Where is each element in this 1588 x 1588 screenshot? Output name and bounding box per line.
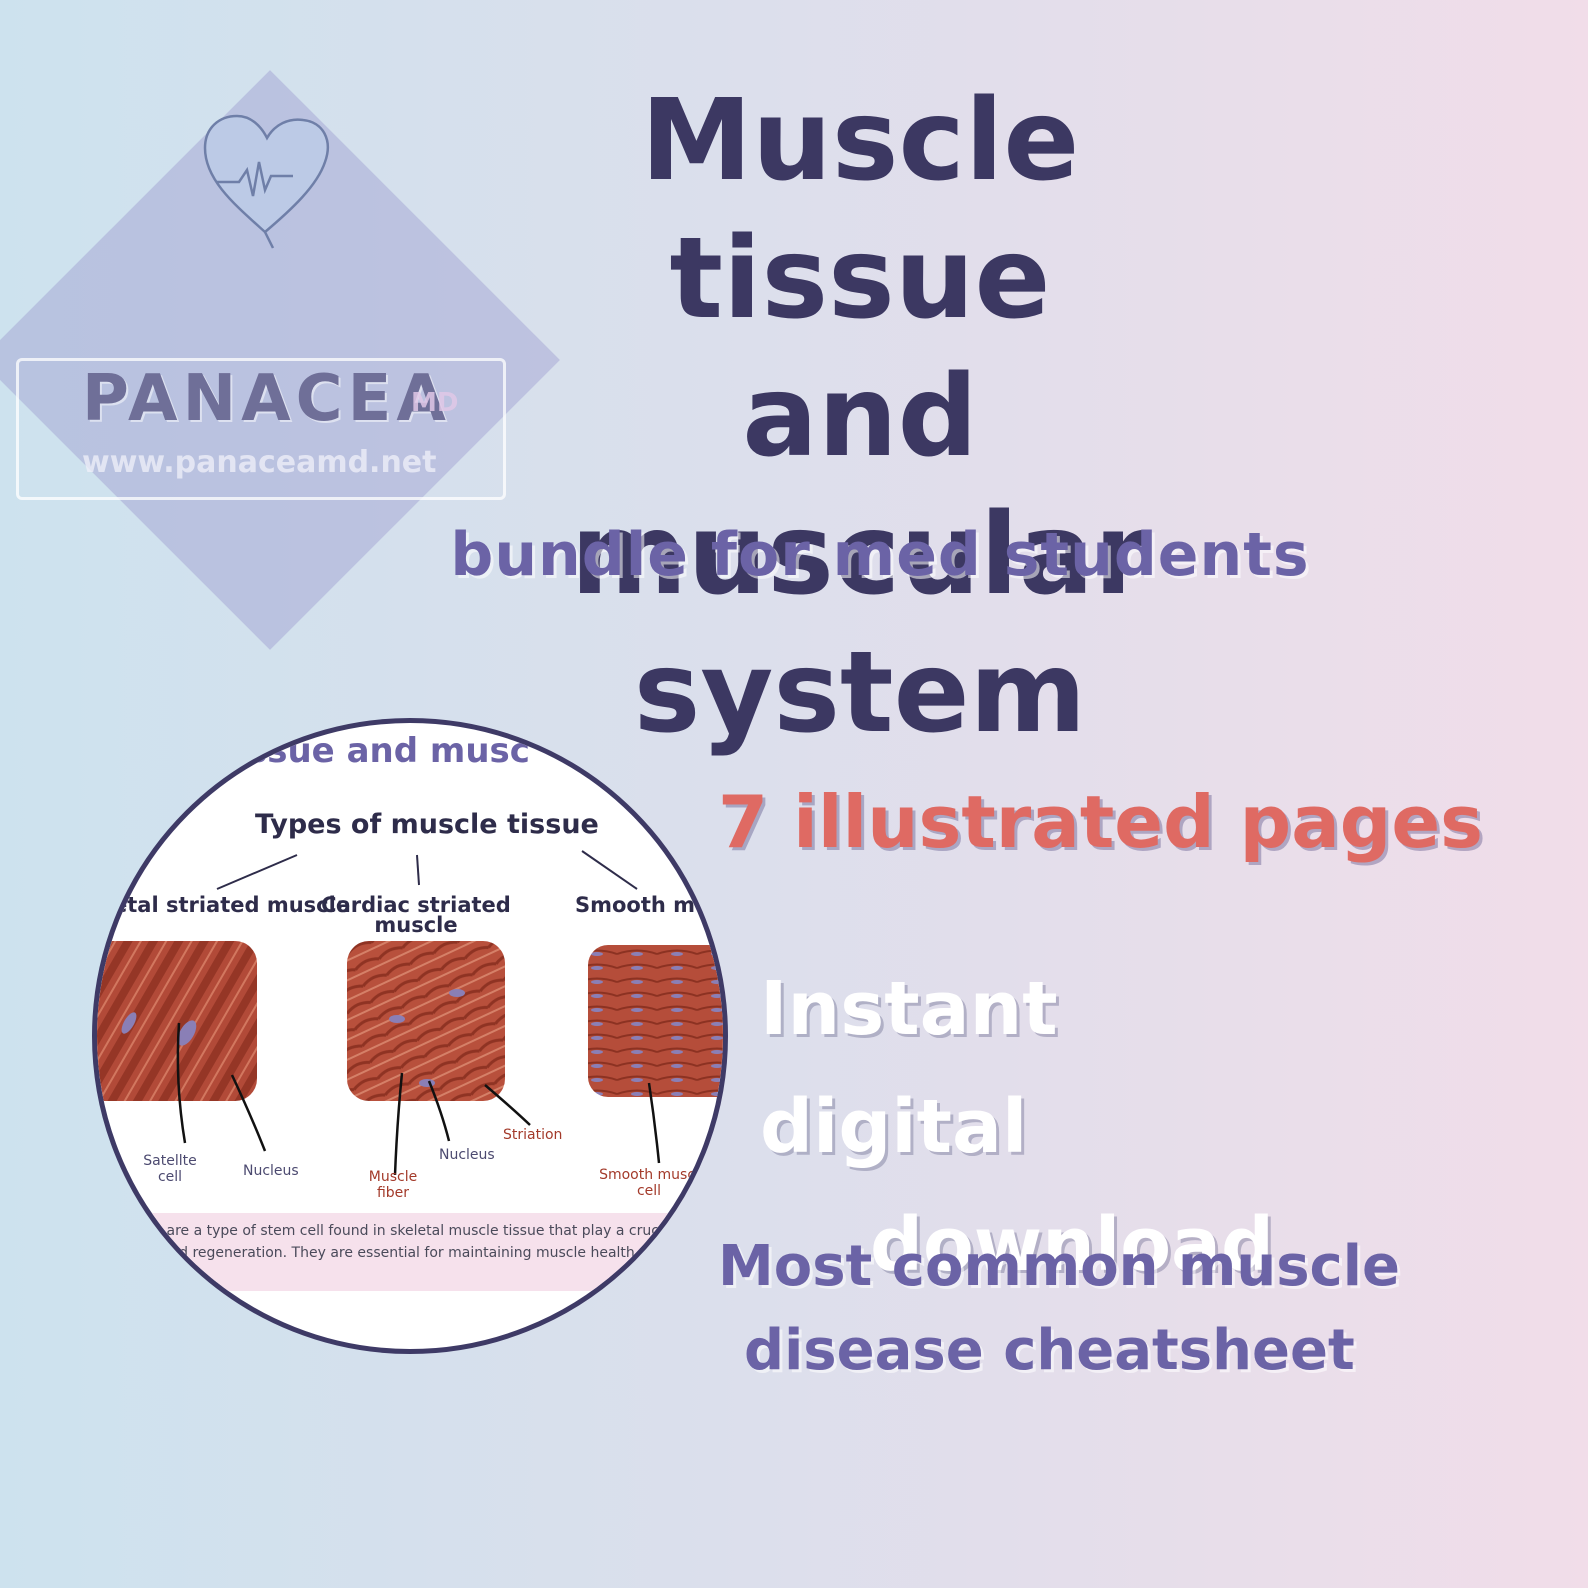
anno-smooth-muscle-cell: Smooth muscl cell bbox=[599, 1167, 699, 1199]
cheatsheet-line-2: disease cheatsheet bbox=[744, 1318, 1355, 1383]
title-line-2: and muscular bbox=[570, 352, 1150, 620]
preview-header: ssue and musc bbox=[247, 731, 530, 771]
cheatsheet-line-1: Most common muscle bbox=[718, 1234, 1400, 1299]
anno-striation: Striation bbox=[503, 1127, 563, 1143]
cardiac-muscle-image bbox=[347, 941, 505, 1101]
note-line-2: r, and regeneration. They are essential … bbox=[147, 1245, 654, 1261]
watermark-logo: PANACEA MD www.panaceamd.net bbox=[0, 70, 560, 700]
feature-illustrated-pages: 7 illustrated pages bbox=[718, 780, 1484, 864]
smooth-muscle-image bbox=[588, 945, 723, 1097]
anno-nucleus-2: Nucleus bbox=[439, 1147, 495, 1163]
page-title: Muscle tissue and muscular system bbox=[440, 72, 1280, 762]
watermark-url: www.panaceamd.net bbox=[82, 445, 437, 480]
watermark-brand-suffix: MD bbox=[411, 388, 459, 418]
watermark-brand: PANACEA bbox=[82, 362, 451, 436]
label-cardiac: Cardiac striated muscle bbox=[321, 893, 511, 937]
title-line-3: system bbox=[633, 628, 1087, 758]
skeletal-muscle-image bbox=[97, 941, 257, 1101]
download-line-2: download bbox=[870, 1202, 1274, 1288]
download-line-1: Instant digital bbox=[760, 966, 1058, 1170]
preview-subtitle: Types of muscle tissue bbox=[255, 809, 599, 840]
label-skeletal: etal striated muscle bbox=[113, 893, 351, 917]
label-smooth: Smooth mu bbox=[575, 893, 710, 917]
note-line-1: lls are a type of stem cell found in ske… bbox=[147, 1223, 686, 1239]
anno-satellite-cell: Satellte cell bbox=[143, 1153, 197, 1185]
info-note: lls are a type of stem cell found in ske… bbox=[97, 1213, 723, 1291]
title-line-1: Muscle tissue bbox=[640, 76, 1080, 344]
feature-cheatsheet: Most common muscle disease cheatsheet bbox=[718, 1225, 1400, 1393]
subtitle: bundle for med students bbox=[450, 520, 1310, 590]
feature-instant-download: Instant digital download bbox=[760, 950, 1320, 1304]
anno-nucleus-1: Nucleus bbox=[243, 1163, 299, 1179]
preview-circle: ssue and musc Types of muscle tissue bbox=[92, 718, 728, 1354]
watermark-frame bbox=[16, 358, 506, 500]
anno-muscle-fiber: Muscle fiber bbox=[368, 1169, 418, 1201]
muscle-tissue-diagram bbox=[97, 850, 723, 1176]
heart-pulse-icon bbox=[203, 114, 330, 249]
